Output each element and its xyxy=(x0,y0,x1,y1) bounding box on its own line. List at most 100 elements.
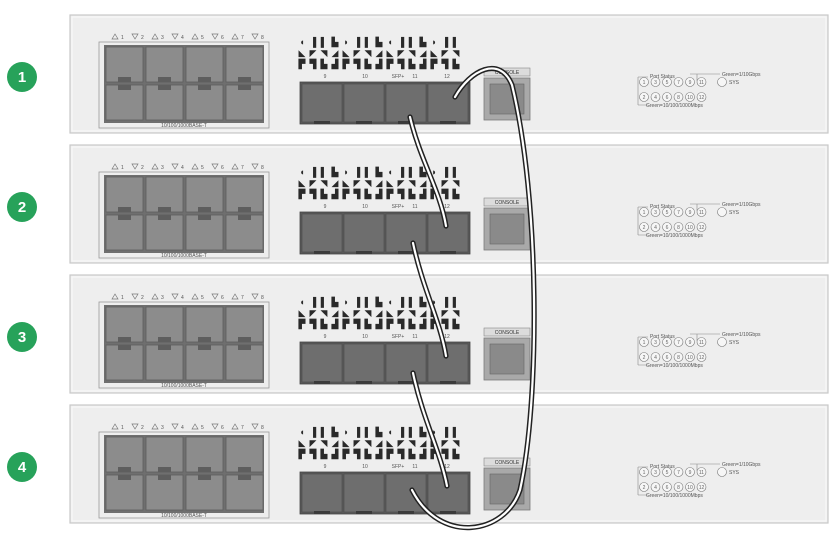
port-led-label-6: 6 xyxy=(666,225,669,231)
port-led-11 xyxy=(696,207,707,217)
cable-core xyxy=(408,115,448,228)
sfp-led-glyph: ▜ xyxy=(353,188,362,200)
sfp-led-glyph: ▌ xyxy=(409,296,415,308)
port-led-label-2: 2 xyxy=(643,485,646,491)
sfp-led-glyph: ◗ xyxy=(431,37,436,47)
port-led-label-5: 5 xyxy=(666,80,669,86)
sfp-led-glyph: ◣ xyxy=(299,438,306,448)
port-led-triangle xyxy=(251,33,259,40)
sfp-cage-11 xyxy=(385,83,427,123)
chassis-highlight xyxy=(71,406,827,522)
rj45-latch xyxy=(198,475,211,480)
sfp-port-label-11: 11 xyxy=(412,464,417,470)
port-led-label-3: 3 xyxy=(654,470,657,476)
badge-circle xyxy=(7,192,37,222)
port-led-1 xyxy=(639,337,649,347)
sfp-led-glyph: ◥ xyxy=(365,308,372,318)
port-led-5 xyxy=(662,207,672,217)
sfp-cage-10 xyxy=(343,343,385,383)
sfp-led-glyph: ▌ xyxy=(409,36,415,48)
port-led-triangle xyxy=(131,163,139,170)
sfp-led-glyph: ▟ xyxy=(331,188,340,200)
sfp-led-glyph: ▙ xyxy=(452,188,461,200)
sfp-port-label-9: 9 xyxy=(324,74,327,80)
sfp-led-glyph: ▜ xyxy=(353,318,362,330)
cable-core xyxy=(411,371,449,488)
sfp-led-glyph: ▛ xyxy=(430,448,439,460)
sfp-led-glyph: ▜ xyxy=(397,448,406,460)
sfp-led-glyph: ◤ xyxy=(354,308,361,318)
port-led-label-11: 11 xyxy=(699,80,704,86)
port-led-label-1: 1 xyxy=(643,210,646,216)
rj45-port-3 xyxy=(145,176,184,213)
port-led-triangle xyxy=(211,33,219,40)
port-led-triangle xyxy=(111,293,119,300)
sfp-led-glyph: ▙ xyxy=(408,188,417,200)
led-legend-top: Green=1/10Gbps xyxy=(722,72,761,78)
port-led-triangle xyxy=(111,33,119,40)
port-led-5 xyxy=(662,337,672,347)
sfp-led-glyph: ▜ xyxy=(353,448,362,460)
sfp-led-glyph: ◥ xyxy=(321,308,328,318)
port-led-label-6: 6 xyxy=(666,355,669,361)
port-led-8 xyxy=(673,222,684,232)
sfp-led-glyph: ▌ xyxy=(453,36,459,48)
sfp-port-block: ◖▐▌▙◗▐▌▙◖▐▌▙◗▐▌◣◤◥◢◣◤◥◢◣◤◥◢◣◤◥▛▜▙▟▛▜▙▟▛▜… xyxy=(298,296,471,385)
sfp-led-glyph: ◤ xyxy=(442,48,449,58)
port-led-label-10: 10 xyxy=(687,355,693,361)
port-led-triangle xyxy=(111,163,119,170)
sfp-port-label-12: 12 xyxy=(444,464,450,470)
sfp-led-glyph: ▙ xyxy=(320,318,329,330)
sfp-led-glyph: ▜ xyxy=(309,188,318,200)
sfp-led-glyph: ▌ xyxy=(365,36,371,48)
console-port-jack xyxy=(489,343,525,375)
sfp-led-glyph: ▙ xyxy=(320,448,329,460)
copper-port-label-8: 8 xyxy=(261,35,264,41)
sfp-led-glyph: ◣ xyxy=(343,178,350,188)
rj45-latch xyxy=(118,345,131,350)
sfp-led-glyph: ◣ xyxy=(431,48,438,58)
port-led-label-10: 10 xyxy=(687,95,693,101)
port-led-2 xyxy=(639,222,649,232)
rj45-latch xyxy=(238,345,251,350)
port-led-label-2: 2 xyxy=(643,355,646,361)
sfp-led-glyph: ◖ xyxy=(299,427,304,437)
sfp-led-glyph: ◢ xyxy=(376,178,383,188)
sys-led-label: SYS xyxy=(729,470,740,476)
sfp-led-glyph: ◥ xyxy=(409,308,416,318)
led-bracket-right xyxy=(690,333,720,341)
rj45-port-6 xyxy=(185,474,224,511)
port-led-label-9: 9 xyxy=(689,210,692,216)
port-led-4 xyxy=(650,352,661,362)
rj45-port-4 xyxy=(145,84,184,121)
badge-circle xyxy=(7,322,37,352)
sfp-cage-10 xyxy=(343,473,385,513)
sfp-led-glyph: ▐ xyxy=(442,426,449,438)
port-led-label-12: 12 xyxy=(699,355,705,361)
port-led-triangle xyxy=(131,423,139,430)
copper-port-label-6: 6 xyxy=(221,425,224,431)
port-led-label-6: 6 xyxy=(666,485,669,491)
chassis-highlight xyxy=(71,16,827,132)
rj45-port-5 xyxy=(185,176,224,213)
rj45-latch xyxy=(158,467,171,472)
sfp-led-glyph: ◢ xyxy=(376,48,383,58)
sfp-led-glyph: ◣ xyxy=(343,48,350,58)
rj45-port-7 xyxy=(225,46,264,83)
rj45-port-2 xyxy=(105,214,144,251)
copper-port-label-4: 4 xyxy=(181,295,184,301)
sfp-led-glyph: ◗ xyxy=(431,167,436,177)
sfp-led-glyph: ▟ xyxy=(375,318,384,330)
sfp-led-glyph: ◖ xyxy=(299,297,304,307)
port-led-label-10: 10 xyxy=(687,225,693,231)
port-led-label-4: 4 xyxy=(654,225,657,231)
sfp-cage-tab xyxy=(440,381,456,384)
sfp-port-label-10: 10 xyxy=(362,74,368,80)
sfp-led-glyph: ◗ xyxy=(431,427,436,437)
rj45-latch xyxy=(158,207,171,212)
rj45-port-6 xyxy=(185,214,224,251)
port-led-6 xyxy=(662,352,672,362)
